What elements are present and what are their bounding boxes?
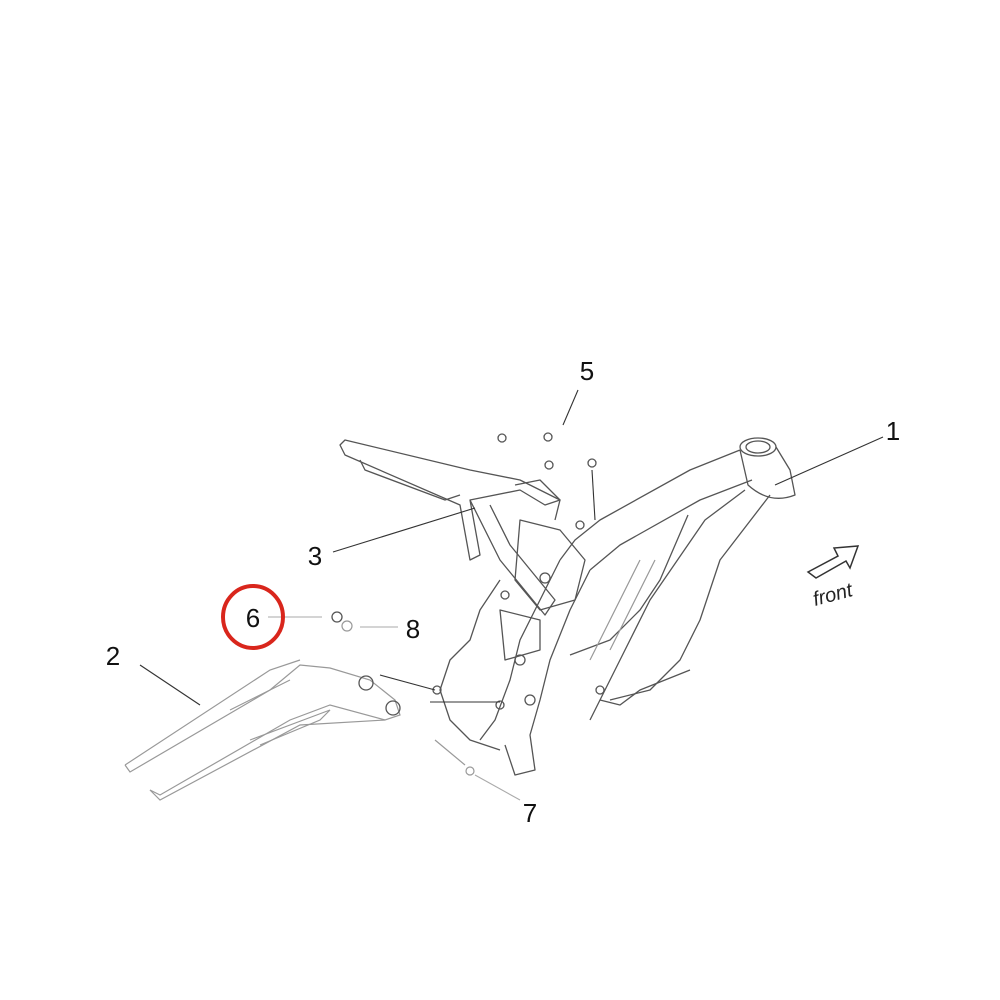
front-label: front: [811, 579, 857, 611]
assembly-arrow: [379, 674, 436, 691]
leader-line-7: [474, 774, 521, 801]
callout-8: 8: [406, 614, 420, 644]
callout-7: 7: [523, 798, 537, 828]
callout-6: 6: [246, 603, 260, 633]
highlight-circle: [221, 584, 285, 650]
leader-line-5: [562, 389, 579, 426]
callout-2: 2: [106, 641, 120, 671]
swingarm-drawing: [124, 659, 401, 801]
bolts-drawing: [497, 432, 597, 470]
main-frame-drawing: [432, 437, 796, 776]
nut-part: [331, 611, 343, 623]
leader-line-2: [139, 664, 201, 706]
washer-part: [341, 620, 353, 632]
leader-line-3: [332, 507, 476, 553]
pivot-shaft-part: [434, 739, 466, 766]
callout-3: 3: [308, 541, 322, 571]
front-arrow-icon: [806, 545, 860, 579]
callout-1: 1: [886, 416, 900, 446]
subframe-drawing: [339, 439, 561, 616]
callout-5: 5: [580, 356, 594, 386]
leader-line-1: [774, 436, 884, 486]
